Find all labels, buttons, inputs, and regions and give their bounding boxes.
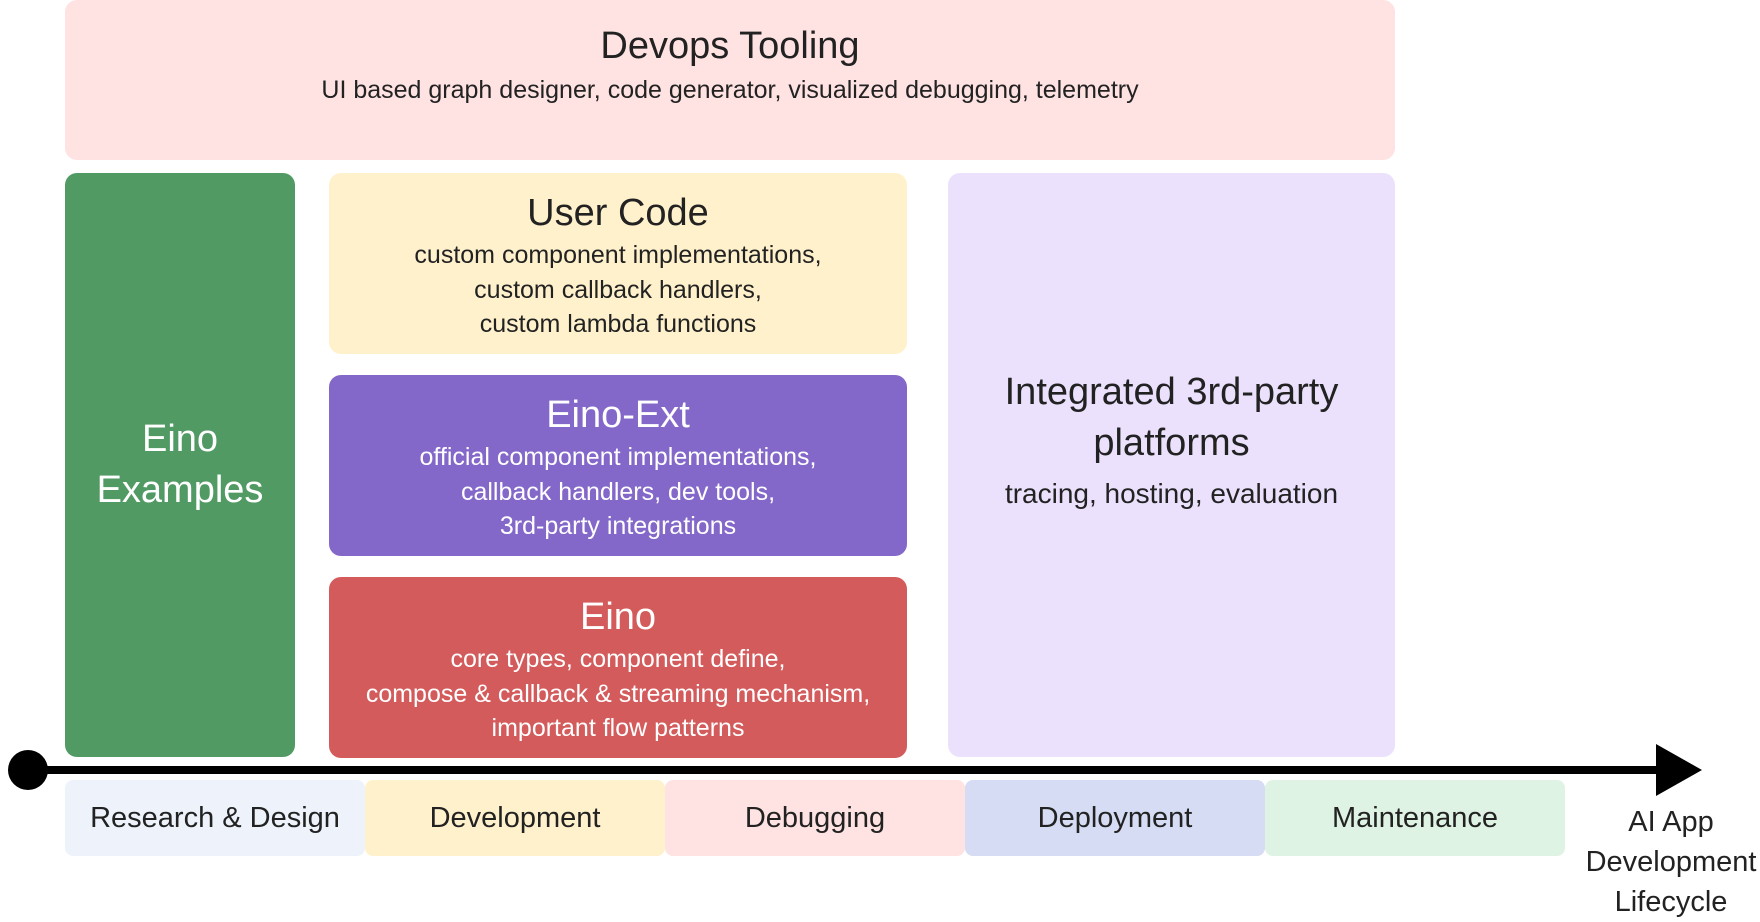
stage-maintenance: Maintenance [1265, 780, 1565, 856]
eino-ext-desc-line: 3rd-party integrations [499, 512, 737, 541]
axis-label-line: AI App [1628, 806, 1714, 838]
eino-ext-desc: official component implementations, call… [420, 440, 817, 544]
stage-deployment: Deployment [965, 780, 1265, 856]
axis-label: AI App Development Lifecycle [1568, 802, 1760, 922]
eino-desc-line: important flow patterns [491, 714, 745, 743]
third-party-platforms-title-line: Integrated 3rd-party [1004, 370, 1339, 413]
devops-tooling-desc: UI based graph designer, code generator,… [321, 76, 1139, 105]
user-code-desc-line: custom lambda functions [479, 310, 757, 339]
eino-examples-block: Eino Examples [65, 173, 295, 757]
eino-desc-line: compose & callback & streaming mechanism… [365, 679, 871, 708]
stage-development: Development [365, 780, 665, 856]
eino-desc-line: core types, component define, [450, 645, 786, 674]
eino-examples-title: Eino Examples [97, 414, 264, 517]
eino-ext-block: Eino-Ext official component implementati… [329, 375, 907, 556]
eino-block: Eino core types, component define, compo… [329, 577, 907, 758]
user-code-title: User Code [527, 192, 709, 235]
stage-debugging: Debugging [665, 780, 965, 856]
third-party-platforms-title-line: platforms [1093, 422, 1250, 465]
axis-label-line: Lifecycle [1614, 886, 1728, 919]
user-code-desc-line: custom callback handlers, [474, 275, 762, 304]
eino-examples-title-line: Eino [141, 417, 219, 460]
third-party-platforms-desc: tracing, hosting, evaluation [1004, 478, 1339, 510]
third-party-platforms-block: Integrated 3rd-party platforms tracing, … [948, 173, 1395, 757]
eino-ext-title: Eino-Ext [546, 394, 690, 437]
eino-title: Eino [579, 596, 657, 639]
eino-examples-title-line: Examples [96, 469, 264, 511]
stage-research-design: Research & Design [65, 780, 365, 856]
devops-tooling-block: Devops Tooling UI based graph designer, … [65, 0, 1395, 160]
user-code-desc: custom component implementations, custom… [414, 238, 821, 342]
third-party-platforms-title: Integrated 3rd-party platforms [1005, 367, 1339, 470]
eino-desc: core types, component define, compose & … [366, 642, 870, 746]
user-code-block: User Code custom component implementatio… [329, 173, 907, 354]
devops-tooling-title: Devops Tooling [600, 25, 860, 67]
eino-ext-desc-line: official component implementations, [419, 443, 817, 472]
axis-arrowhead [1656, 744, 1702, 796]
user-code-desc-line: custom component implementations, [414, 241, 822, 270]
axis-label-line: Development [1585, 846, 1757, 879]
eino-ext-desc-line: callback handlers, dev tools, [460, 477, 776, 506]
